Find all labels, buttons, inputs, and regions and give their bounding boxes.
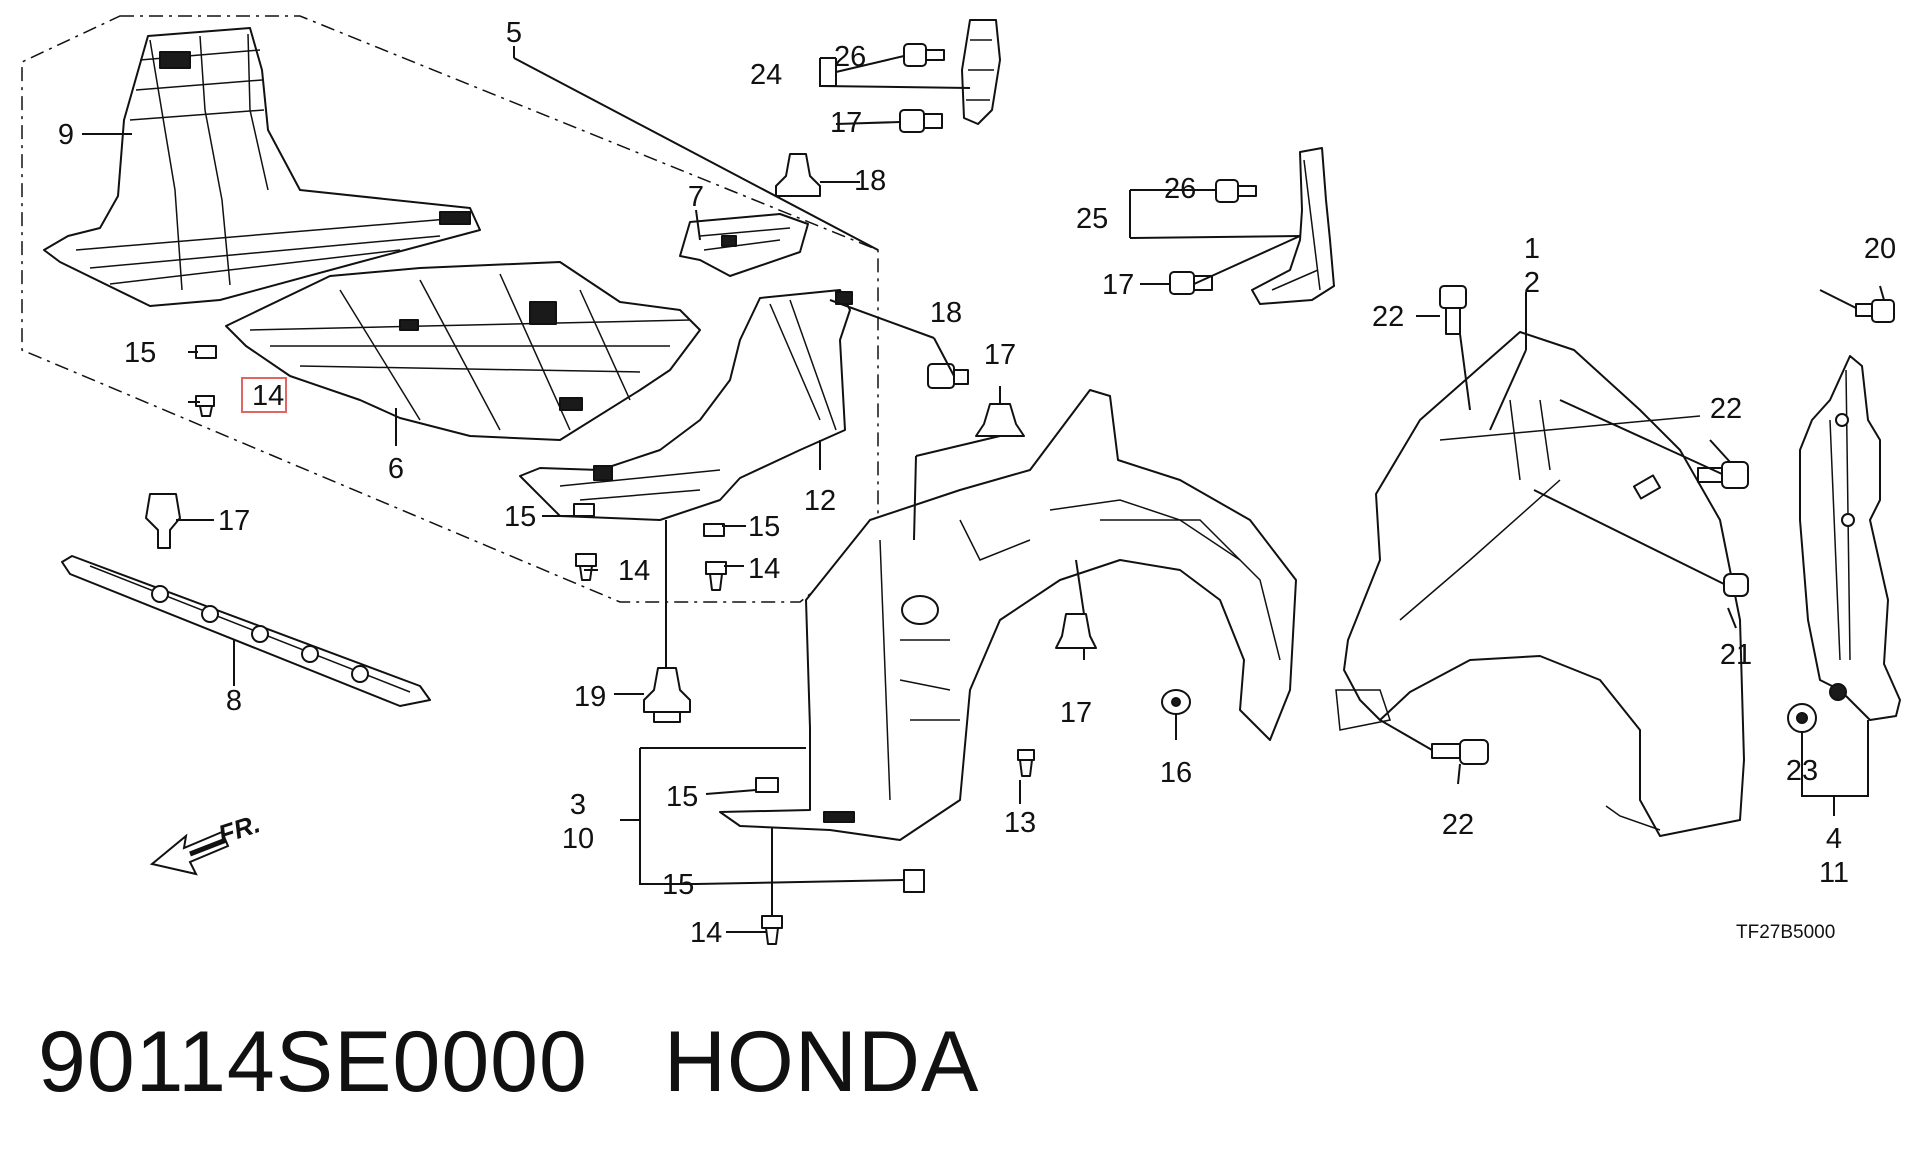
washer-23-icon bbox=[1787, 703, 1817, 733]
callout-25: 25 bbox=[1076, 203, 1108, 235]
clip-17-liner-bottom-icon bbox=[1055, 613, 1097, 649]
bolt-20-icon bbox=[1855, 299, 1895, 323]
callout-15-bottom: 15 bbox=[662, 869, 694, 901]
callout-1: 1 bbox=[1524, 233, 1540, 265]
fasteners bbox=[145, 43, 1895, 945]
callout-21: 21 bbox=[1720, 639, 1752, 671]
diagram-code: TF27B5000 bbox=[1736, 922, 1835, 943]
callout-14-rightcenter: 14 bbox=[748, 553, 780, 585]
front-fender-part-1-2 bbox=[1335, 331, 1745, 837]
clip-18-mid-icon bbox=[927, 363, 969, 389]
screw-14-center-icon bbox=[575, 553, 597, 581]
callout-15-left: 15 bbox=[124, 337, 156, 369]
callout-17-top: 17 bbox=[830, 107, 862, 139]
callout-16: 16 bbox=[1160, 757, 1192, 789]
callout-17-left: 17 bbox=[218, 505, 250, 537]
clip-17-mid-icon bbox=[1169, 271, 1213, 295]
callout-17-liner-bottom: 17 bbox=[1060, 697, 1092, 729]
nut-21-icon bbox=[1723, 573, 1749, 597]
front-direction-marker: FR. bbox=[149, 808, 264, 876]
callout-19: 19 bbox=[574, 681, 606, 713]
callout-22-right: 22 bbox=[1710, 393, 1742, 425]
callout-26-mid: 26 bbox=[1164, 173, 1196, 205]
front-marker-label: FR. bbox=[215, 808, 264, 849]
brand-name: HONDA bbox=[663, 1013, 980, 1110]
screw-14-highlighted-icon bbox=[195, 395, 215, 417]
callout-2: 2 bbox=[1524, 267, 1540, 299]
callout-17-liner: 17 bbox=[984, 339, 1016, 371]
nut-15-rightcenter-icon bbox=[703, 523, 725, 537]
callout-22-bottom: 22 bbox=[1442, 809, 1474, 841]
bracket-part-24 bbox=[961, 19, 1001, 125]
part-caption: 90114SE0000 HONDA bbox=[38, 1012, 979, 1112]
callout-15-rightcenter: 15 bbox=[748, 511, 780, 543]
callout-26-top: 26 bbox=[834, 41, 866, 73]
clip-19-icon bbox=[643, 667, 691, 723]
seal-strip-part-8 bbox=[61, 555, 431, 707]
leader-lines bbox=[82, 46, 1885, 933]
callout-12: 12 bbox=[804, 485, 836, 517]
callout-23: 23 bbox=[1786, 755, 1818, 787]
callout-4: 4 bbox=[1826, 823, 1842, 855]
callout-3: 3 bbox=[570, 789, 586, 821]
screw-14-bottom-icon bbox=[761, 915, 783, 945]
callout-5: 5 bbox=[506, 17, 522, 49]
fender-bracket-part-4-11 bbox=[1799, 355, 1901, 721]
callout-labels: 1 2 3 4 5 6 7 8 9 10 11 12 13 14 14 14 1… bbox=[58, 17, 1896, 949]
highlight-box-14 bbox=[241, 377, 287, 413]
callout-10: 10 bbox=[562, 823, 594, 855]
callout-9: 9 bbox=[58, 119, 74, 151]
clip-17-liner-icon bbox=[975, 403, 1025, 437]
callout-18-top: 18 bbox=[854, 165, 886, 197]
bracket-part-7 bbox=[679, 213, 809, 277]
undercover-part-12 bbox=[519, 289, 853, 521]
callout-6: 6 bbox=[388, 453, 404, 485]
callout-14-highlighted: 14 bbox=[252, 380, 284, 412]
callout-14-center: 14 bbox=[618, 555, 650, 587]
nut-15-bottom-icon bbox=[903, 869, 925, 893]
callout-20: 20 bbox=[1864, 233, 1896, 265]
callout-11: 11 bbox=[1819, 857, 1849, 889]
callout-17-mid: 17 bbox=[1102, 269, 1134, 301]
callout-24: 24 bbox=[750, 59, 782, 91]
callout-7: 7 bbox=[688, 181, 704, 213]
callout-8: 8 bbox=[226, 685, 242, 717]
bolt-26-top-icon bbox=[903, 43, 945, 67]
bolt-26-mid-icon bbox=[1215, 179, 1257, 203]
bolt-22-bottom-icon bbox=[1431, 739, 1489, 765]
screw-13-icon bbox=[1017, 749, 1035, 777]
undercover-part-6 bbox=[225, 261, 701, 441]
nut-15-left-icon bbox=[195, 345, 217, 359]
screw-14-rightcenter-icon bbox=[705, 561, 727, 591]
callout-22-top: 22 bbox=[1372, 301, 1404, 333]
undercover-group-outline bbox=[21, 15, 879, 603]
bracket-part-25 bbox=[1251, 147, 1335, 305]
undercover-part-9 bbox=[43, 27, 481, 307]
part-number: 90114SE0000 bbox=[38, 1013, 588, 1110]
clip-17-left-icon bbox=[145, 493, 181, 549]
callout-14-bottom: 14 bbox=[690, 917, 722, 949]
fender-liner-part-3-10 bbox=[719, 389, 1297, 841]
grommet-16-icon bbox=[1161, 689, 1191, 715]
nut-15-center-icon bbox=[573, 503, 595, 517]
clip-18-top-icon bbox=[775, 153, 821, 197]
callout-13: 13 bbox=[1004, 807, 1036, 839]
callout-15-center: 15 bbox=[504, 501, 536, 533]
callout-18-mid: 18 bbox=[930, 297, 962, 329]
bolt-22-top-icon bbox=[1439, 285, 1467, 335]
nut-15-liner-icon bbox=[755, 777, 779, 793]
clip-17-top-icon bbox=[899, 109, 943, 133]
callout-15-liner: 15 bbox=[666, 781, 698, 813]
